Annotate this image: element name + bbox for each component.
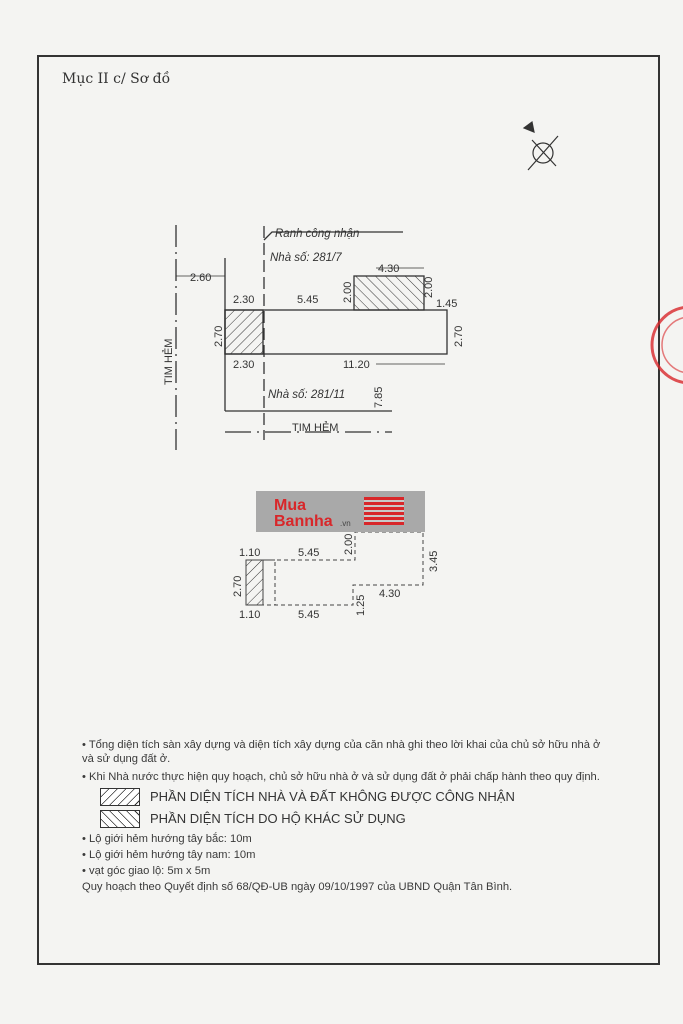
dim-label: 4.30 [379, 588, 400, 600]
house-number-top: Nhà số: 281/7 [270, 252, 342, 264]
hatch-backward-icon [100, 810, 140, 828]
dim-label: 7.85 [373, 387, 385, 408]
plan-floor [245, 531, 424, 606]
dim-label: 2.00 [343, 534, 355, 555]
dim-label: 1.45 [436, 298, 457, 310]
dim-label: 2.00 [342, 282, 354, 303]
dim-label: 1.10 [239, 547, 260, 559]
note: • Lộ giới hẻm hướng tây nam: 10m [82, 849, 256, 861]
house-number-bottom: Nhà số: 281/11 [268, 389, 345, 401]
legend-other-household: PHẦN DIỆN TÍCH DO HỘ KHÁC SỬ DỤNG [100, 810, 602, 828]
dim-label: 2.60 [190, 272, 211, 284]
watermark-line2: Bannha [274, 513, 333, 530]
dim-label: 2.70 [453, 326, 465, 347]
note: Quy hoạch theo Quyết định số 68/QĐ-UB ng… [82, 881, 513, 893]
legend-label: PHẦN DIỆN TÍCH NHÀ VÀ ĐẤT KHÔNG ĐƯỢC CÔN… [150, 789, 515, 804]
alley-label-bottom: TIM HẺM [292, 421, 338, 434]
plan-main [175, 225, 448, 450]
note: • vạt góc giao lộ: 5m x 5m [82, 865, 211, 877]
dim-label: 2.30 [233, 294, 254, 306]
dim-label: 3.45 [428, 551, 440, 572]
dim-label: 5.45 [298, 609, 319, 621]
building-icon [364, 497, 404, 525]
boundary-label: Ranh công nhận [275, 228, 359, 240]
north-compass-icon [522, 120, 559, 171]
dim-label: 11.20 [343, 359, 370, 371]
watermark-line1: Mua [274, 497, 306, 514]
dim-label: 1.25 [355, 595, 367, 616]
note: • Lộ giới hẻm hướng tây bắc: 10m [82, 833, 252, 845]
red-stamp [650, 306, 683, 384]
section-title: Mục II c/ Sơ đồ [62, 71, 171, 87]
alley-label-left: TIM HẺM [162, 339, 175, 385]
note: • Tổng diện tích sàn xây dựng và diện tí… [82, 739, 601, 765]
hatch-forward-icon [100, 788, 140, 806]
notes-section: • Tổng diện tích sàn xây dựng và diện tí… [82, 738, 602, 894]
dim-label: 2.00 [423, 277, 435, 298]
dim-label: 2.30 [233, 359, 254, 371]
dim-label: 4.30 [378, 263, 399, 275]
legend-not-recognized: PHẦN DIỆN TÍCH NHÀ VÀ ĐẤT KHÔNG ĐƯỢC CÔN… [100, 788, 602, 806]
dim-label: 5.45 [297, 294, 318, 306]
legend-label: PHẦN DIỆN TÍCH DO HỘ KHÁC SỬ DỤNG [150, 811, 406, 826]
watermark-suffix: .vn [340, 519, 351, 528]
dim-label: 1.10 [239, 609, 260, 621]
dim-label: 5.45 [298, 547, 319, 559]
page-frame [37, 55, 660, 965]
dim-label: 2.70 [213, 326, 225, 347]
dim-label: 2.70 [232, 576, 244, 597]
note: • Khi Nhà nước thực hiện quy hoạch, chủ … [82, 771, 600, 783]
